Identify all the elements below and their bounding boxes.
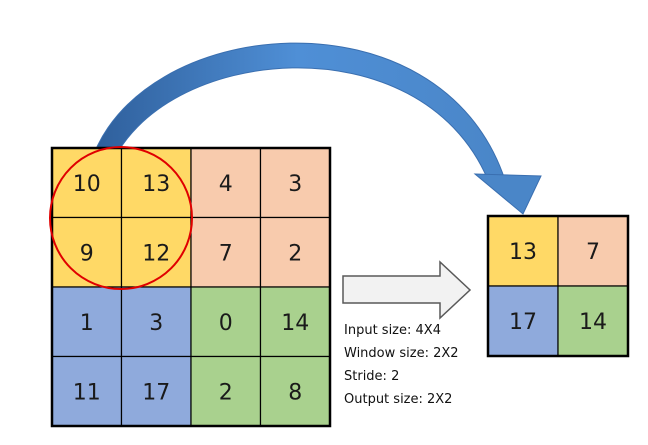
input-grid-cell-value: 11 <box>73 380 101 405</box>
input-grid-cell <box>190 216 262 288</box>
input-grid-cell <box>51 286 123 358</box>
input-grid-cell <box>190 286 262 358</box>
input-grid-cell <box>51 216 123 288</box>
input-grid-cell <box>190 355 262 427</box>
input-grid-cell-value: 12 <box>142 241 170 266</box>
input-grid-cell-value: 3 <box>288 172 302 197</box>
input-grid-cell-value: 14 <box>281 311 309 336</box>
input-grid-cell-value: 0 <box>219 311 233 336</box>
input-grid-cell-value: 1 <box>80 311 94 336</box>
input-grid-cell-value: 7 <box>219 241 233 266</box>
input-grid-cell-value: 2 <box>288 241 302 266</box>
input-grid-cell <box>51 355 123 427</box>
stride-label: Stride: 2 <box>344 369 399 384</box>
input-grid-border <box>50 146 332 428</box>
output-grid-cell-value: 17 <box>509 310 537 335</box>
curved-arrow-head <box>473 173 542 215</box>
input-grid-cell-value: 13 <box>142 172 170 197</box>
input-grid-cell-value: 17 <box>142 380 170 405</box>
output-grid-cell-value: 14 <box>579 310 607 335</box>
window-size-label: Window size: 2X2 <box>344 346 459 361</box>
input-grid-cell <box>120 216 192 288</box>
output-grid-cell <box>557 285 629 357</box>
input-grid-cell-value: 8 <box>288 380 302 405</box>
output-grid-cell <box>487 285 559 357</box>
input-size-label: Input size: 4X4 <box>344 323 441 338</box>
input-grid-cell-value: 2 <box>219 380 233 405</box>
input-grid-cell-value: 3 <box>149 311 163 336</box>
output-grid-cell <box>557 215 629 287</box>
output-size-label: Output size: 2X2 <box>344 392 452 407</box>
straight-arrow <box>342 260 472 320</box>
output-grid-cell-value: 13 <box>509 240 537 265</box>
output-grid-border <box>486 214 630 358</box>
input-grid-cell-value: 4 <box>219 172 233 197</box>
input-grid-cell <box>259 216 331 288</box>
output-grid-cell-value: 7 <box>586 240 600 265</box>
input-grid-cell <box>259 286 331 358</box>
output-grid: 13 7 17 14 <box>486 214 630 358</box>
window-highlight-circle <box>49 146 193 290</box>
input-grid-cell-value: 9 <box>80 241 94 266</box>
input-grid-cell-value: 10 <box>73 172 101 197</box>
input-grid-cell <box>120 355 192 427</box>
